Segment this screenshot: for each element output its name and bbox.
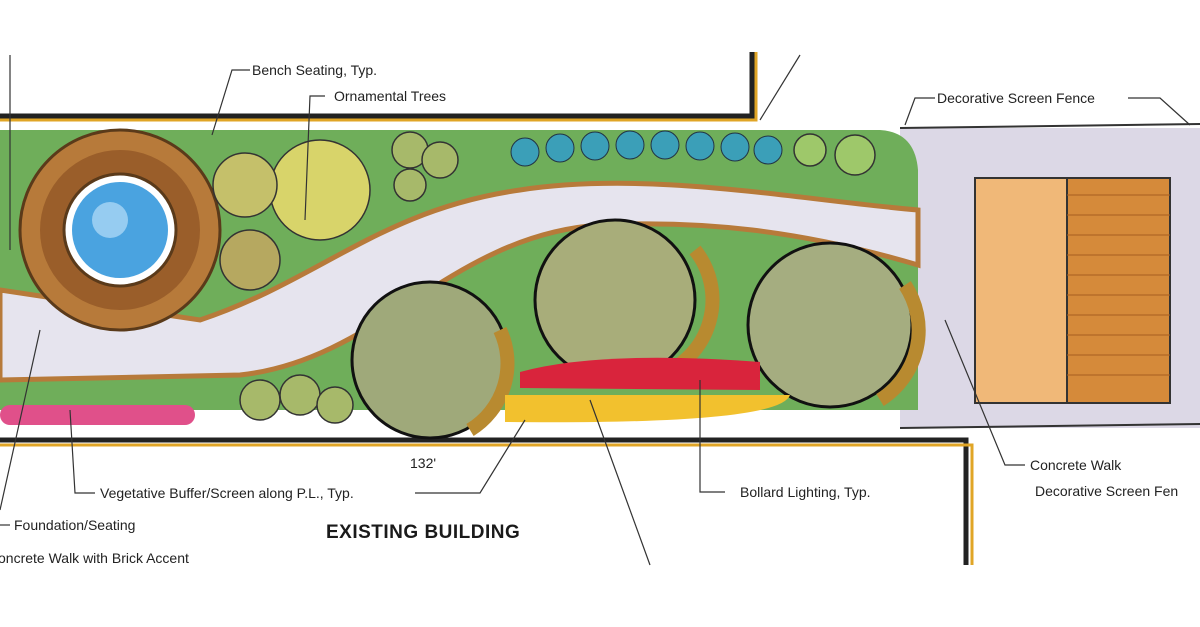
label-decorative-screen-fence: Decorative Screen Fence xyxy=(937,90,1095,106)
label-concrete-walk: Concrete Walk xyxy=(1030,457,1122,473)
top-building-outline xyxy=(0,52,758,122)
label-bollard-lighting: Bollard Lighting, Typ. xyxy=(740,484,871,500)
label-decorative-screen-fence-bottom: Decorative Screen Fen xyxy=(1035,483,1178,499)
blue-shrub-row xyxy=(510,130,783,167)
yellow-flower-bed xyxy=(505,395,790,423)
label-concrete-walk-brick: oncrete Walk with Brick Accent xyxy=(0,550,189,566)
leader-lines xyxy=(0,54,1191,566)
label-bench-seating: Bench Seating, Typ. xyxy=(252,62,377,78)
label-dimension: 132' xyxy=(410,455,436,471)
label-vegetative-buffer: Vegetative Buffer/Screen along P.L., Typ… xyxy=(100,485,354,501)
pink-buffer-planting xyxy=(0,405,195,425)
label-foundation-seating: Foundation/Seating xyxy=(14,517,135,533)
bottom-building-outline xyxy=(0,437,974,565)
label-ornamental-trees: Ornamental Trees xyxy=(334,88,446,104)
label-existing-building: EXISTING BUILDING xyxy=(326,522,520,543)
decorative-screen-fence xyxy=(974,177,1171,404)
circular-plaza xyxy=(18,128,222,332)
shrubs xyxy=(212,131,876,424)
